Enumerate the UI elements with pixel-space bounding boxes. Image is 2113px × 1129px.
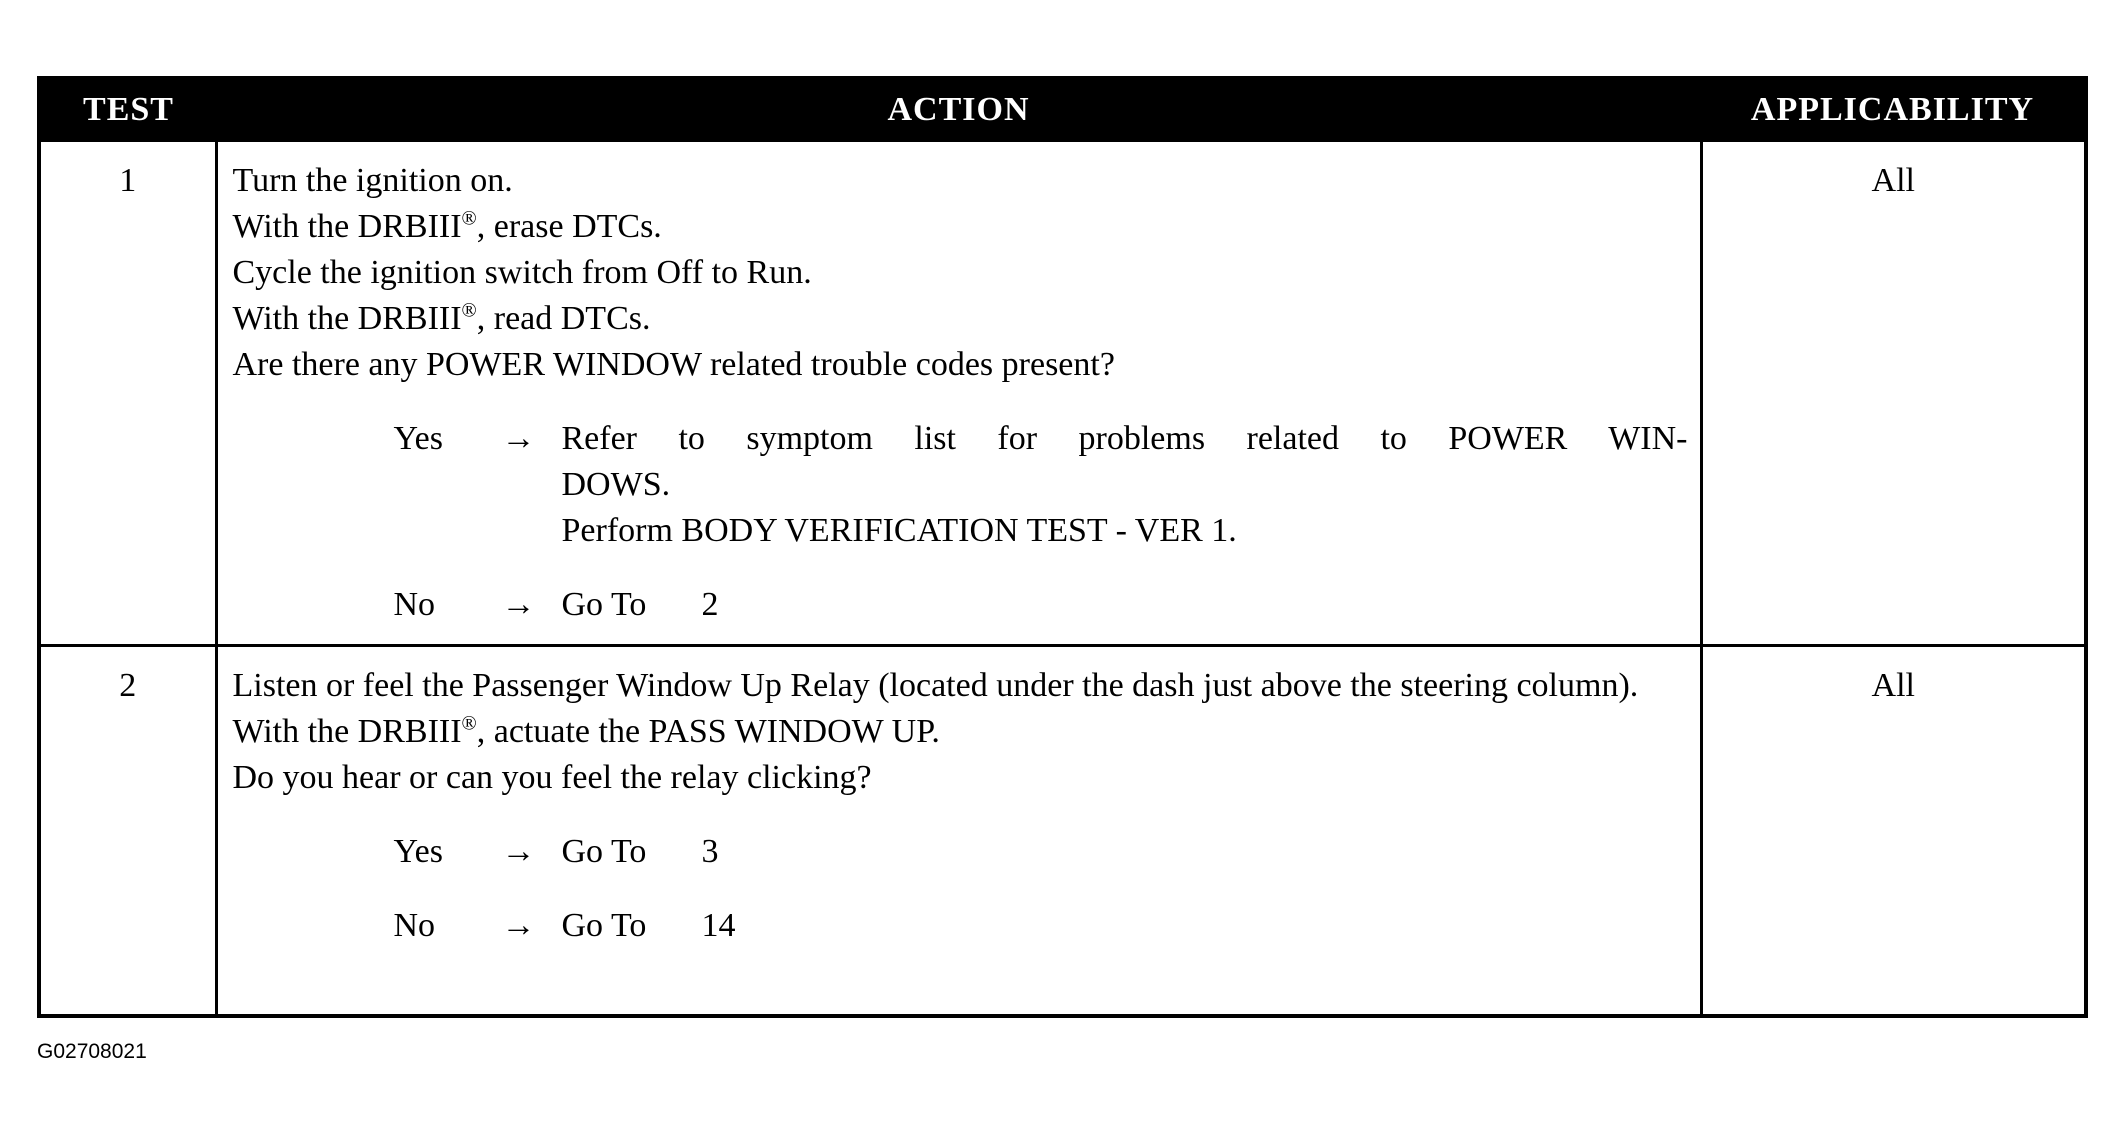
figure-code: G02708021 (37, 1040, 147, 1063)
step-text: With the DRBIII (232, 300, 462, 337)
action-step: Listen or feel the Passenger Window Up R… (232, 667, 1639, 704)
goto-instruction: Go To 2 (562, 582, 1688, 628)
action-step: With the DRBIII®, read DTCs. (233, 296, 1688, 342)
goto-text: Go To (561, 907, 647, 944)
action-question: Do you hear or can you feel the relay cl… (232, 759, 872, 796)
arrow-icon: → (501, 420, 536, 457)
registered-mark: ® (461, 299, 477, 322)
table-row: 2 Listen or feel the Passenger Window Up… (37, 644, 2088, 1017)
step-text: , read DTCs. (476, 300, 651, 337)
diagnostic-test-table: TEST ACTION APPLICABILITY 1 Turn the ign… (37, 76, 2088, 1018)
table-header: TEST ACTION APPLICABILITY (39, 78, 2086, 141)
registered-mark: ® (461, 207, 477, 230)
step-text: With the DRBIII (232, 208, 462, 245)
arrow-icon: → (501, 586, 536, 623)
action-step: With the DRBIII®, erase DTCs. (233, 204, 1688, 250)
applicability: All (1699, 644, 2088, 1017)
goto-instruction: Go To 3 (562, 829, 1688, 875)
test-number: 2 (37, 644, 218, 1017)
step-text: With the DRBIII (232, 713, 462, 750)
goto-target: 14 (701, 907, 736, 944)
goto-text: Go To (561, 586, 647, 623)
arrow-icon: → (501, 833, 536, 870)
answer-label: No (393, 907, 436, 944)
action-question: Are there any POWER WINDOW related troub… (232, 346, 1115, 383)
goto-text: Go To (561, 833, 647, 870)
header-test: TEST (39, 78, 216, 141)
registered-mark: ® (461, 712, 477, 735)
action-step: Cycle the ignition switch from Off to Ru… (232, 254, 812, 291)
answer-label: Yes (393, 420, 443, 457)
step-text: , actuate the PASS WINDOW UP. (476, 713, 940, 750)
answer-instruction: Refer to symptom list for problems relat… (562, 416, 1688, 554)
arrow-icon: → (501, 907, 536, 944)
instruction-line: Perform BODY VERIFICATION TEST - VER 1. (561, 512, 1237, 549)
instruction-line: DOWS. (561, 466, 671, 503)
action-step: With the DRBIII®, actuate the PASS WINDO… (233, 709, 1688, 755)
goto-target: 3 (701, 833, 719, 870)
answer-yes: Yes → Refer to symptom list for problems… (233, 416, 1688, 554)
instruction-line: Refer to symptom list for problems relat… (561, 420, 1688, 457)
answer-no: No → Go To 2 (233, 582, 1688, 628)
header-applicability: APPLICABILITY (1701, 78, 2086, 141)
answer-label: Yes (393, 833, 443, 870)
test-number: 1 (37, 139, 218, 647)
action-step: Turn the ignition on. (232, 162, 513, 199)
answer-yes: Yes → Go To 3 (233, 829, 1688, 875)
step-text: , erase DTCs. (476, 208, 662, 245)
goto-instruction: Go To 14 (562, 903, 1688, 949)
goto-target: 2 (701, 586, 719, 623)
applicability: All (1699, 139, 2088, 647)
table-row: 1 Turn the ignition on. With the DRBIII®… (37, 139, 2088, 647)
action-cell: Turn the ignition on. With the DRBIII®, … (214, 139, 1703, 647)
answer-label: No (393, 586, 436, 623)
header-action: ACTION (216, 78, 1701, 141)
action-cell: Listen or feel the Passenger Window Up R… (214, 644, 1703, 1017)
answer-no: No → Go To 14 (233, 903, 1688, 949)
